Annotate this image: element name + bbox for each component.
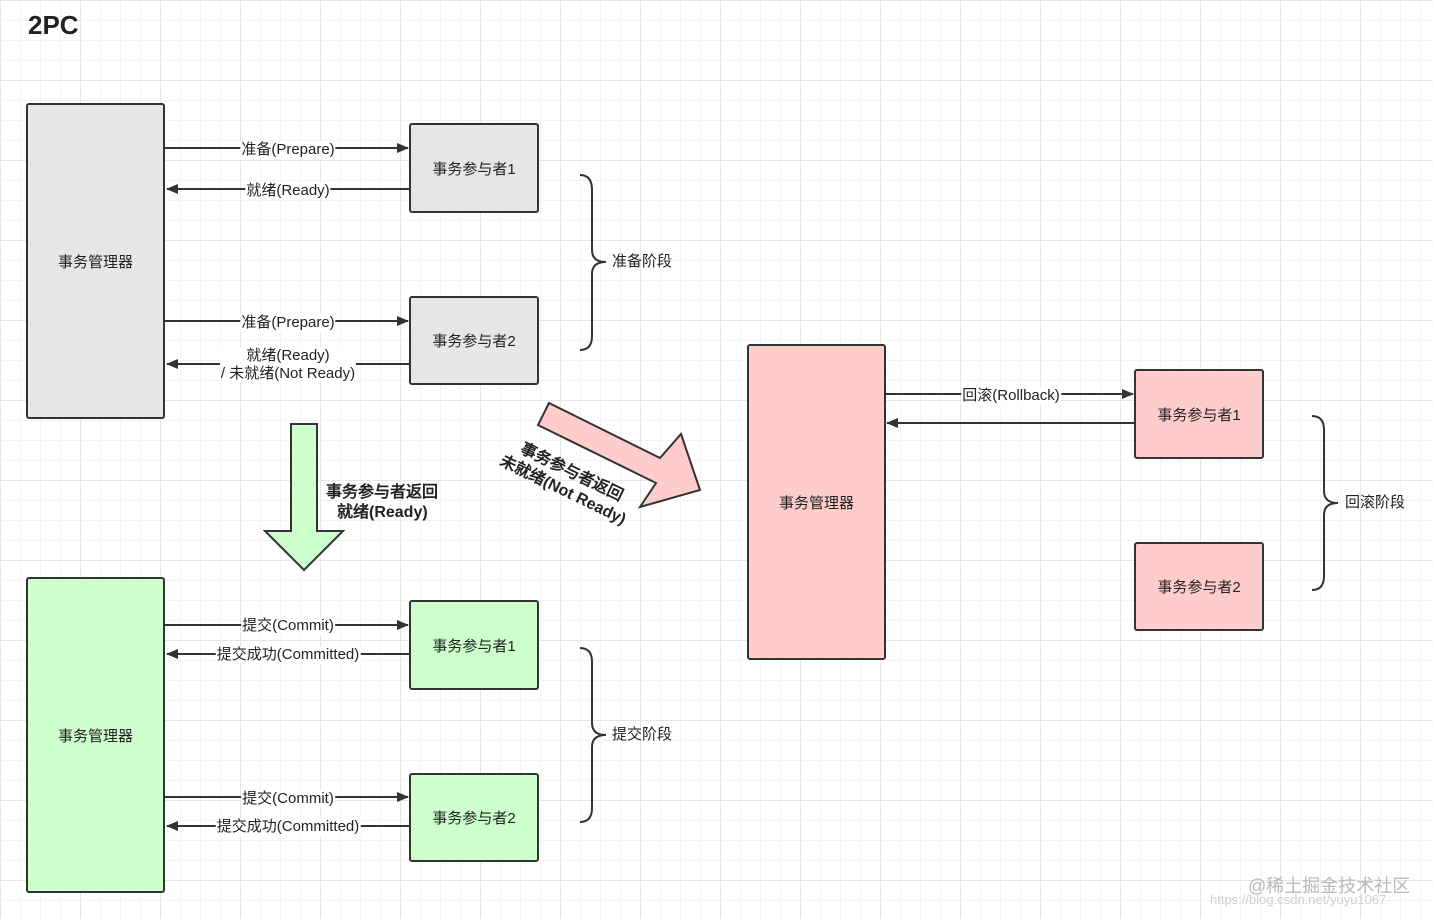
prepare-phase-label: 准备阶段 <box>612 253 673 270</box>
prepare-participant-2: 事务参与者2 <box>409 296 539 385</box>
diagram-title: 2PC <box>28 10 79 40</box>
ready-or-not-ready-label: 就绪(Ready) / 未就绪(Not Ready) <box>219 347 357 383</box>
rollback-participant-2: 事务参与者2 <box>1134 542 1264 631</box>
rollback-label: 回滚(Rollback) <box>961 387 1061 405</box>
commit-label-1: 提交(Commit) <box>241 617 335 635</box>
ready-transition-arrow <box>262 423 346 572</box>
prepare-participant-1: 事务参与者1 <box>409 123 539 213</box>
not-ready-transition-arrow <box>536 401 702 509</box>
commit-phase-brace <box>579 647 607 823</box>
prepare-label-2: 准备(Prepare) <box>240 314 336 332</box>
ready-transition-line2: 就绪(Ready) <box>337 504 428 521</box>
watermark-text: @稀土掘金技术社区 <box>1248 876 1411 896</box>
commit-participant-1: 事务参与者1 <box>409 600 539 690</box>
prepare-phase-brace <box>579 174 607 351</box>
rollback-phase-brace <box>1311 415 1339 591</box>
commit-label-2: 提交(Commit) <box>241 790 335 808</box>
commit-phase-label: 提交阶段 <box>612 726 673 743</box>
rollback-participant-1: 事务参与者1 <box>1134 369 1264 459</box>
rollback-transaction-manager: 事务管理器 <box>747 344 886 660</box>
prepare-label-1: 准备(Prepare) <box>240 141 336 159</box>
watermark-url: https://blog.csdn.net/yuyu1067 <box>1210 892 1387 907</box>
rollback-phase-label: 回滚阶段 <box>1345 494 1406 511</box>
committed-label-1: 提交成功(Committed) <box>215 646 361 664</box>
commit-participant-2: 事务参与者2 <box>409 773 539 862</box>
ready-label-1: 就绪(Ready) <box>245 182 331 200</box>
ready-transition-line1: 事务参与者返回 <box>326 484 439 501</box>
ready-label-2: 就绪(Ready) <box>246 347 330 364</box>
commit-transaction-manager: 事务管理器 <box>26 577 165 893</box>
prepare-transaction-manager: 事务管理器 <box>26 103 165 419</box>
ready-transition-label: 事务参与者返回 就绪(Ready) <box>326 483 438 523</box>
not-ready-label: / 未就绪(Not Ready) <box>220 365 356 382</box>
committed-label-2: 提交成功(Committed) <box>215 818 361 836</box>
